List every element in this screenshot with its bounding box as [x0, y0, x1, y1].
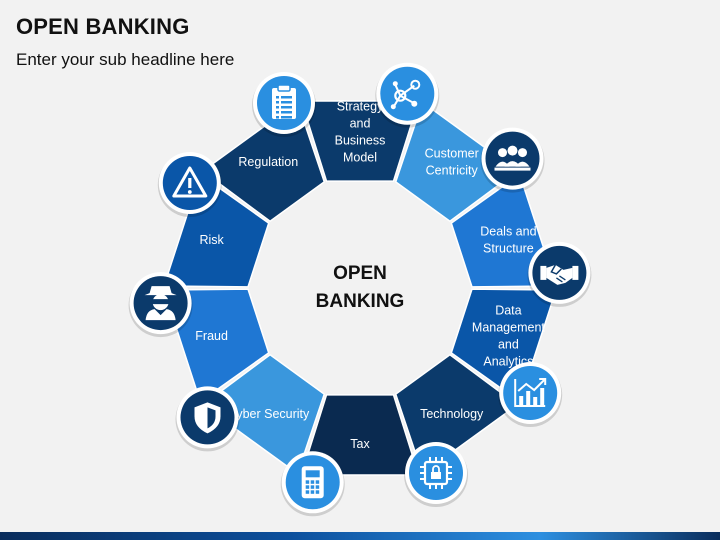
page-title: OPEN BANKING [16, 14, 190, 39]
segment-label-cyber: Cyber Security [227, 407, 310, 421]
calculator-icon [280, 451, 345, 517]
spy-icon [128, 272, 193, 338]
center-title-line1: OPEN [333, 263, 387, 284]
segment-label-tax: Tax [350, 437, 370, 451]
segment-label-line: Risk [199, 233, 224, 247]
people-icon [480, 127, 545, 193]
clipboard-icon [252, 72, 316, 137]
segment-label-technology: Technology [420, 407, 484, 421]
warning-icon [157, 152, 222, 217]
segment-label-line: Centricity [426, 163, 479, 177]
segment-label-line: Business [335, 134, 386, 148]
segment-label-line: Tax [350, 437, 370, 451]
segment-label-line: Technology [420, 407, 484, 421]
chart-icon [498, 362, 563, 427]
segment-label-risk: Risk [199, 233, 224, 247]
center-title-line2: BANKING [316, 291, 405, 312]
segment-label-line: Strategy [337, 100, 384, 114]
bottom-accent-bar [0, 532, 720, 540]
segment-label-line: Customer [425, 146, 479, 160]
segment-label-line: Data [495, 304, 521, 318]
page-subtitle: Enter your sub headline here [16, 50, 235, 69]
segment-label-line: Cyber Security [227, 407, 310, 421]
segment-label-line: Deals and [480, 224, 536, 238]
segment-label-line: Model [343, 151, 377, 165]
network-icon [375, 62, 440, 128]
segment-label-line: Structure [483, 241, 534, 255]
segment-label-line: Management [472, 321, 545, 335]
shield-icon [175, 386, 240, 452]
chip-lock-icon [404, 442, 468, 507]
segment-label-line: Regulation [238, 155, 298, 169]
segment-label-line: and [350, 117, 371, 131]
segment-label-line: and [498, 338, 519, 352]
segment-label-fraud: Fraud [195, 329, 228, 343]
segment-label-line: Fraud [195, 329, 228, 343]
handshake-icon [527, 241, 592, 307]
segment-label-regulation: Regulation [238, 155, 298, 169]
